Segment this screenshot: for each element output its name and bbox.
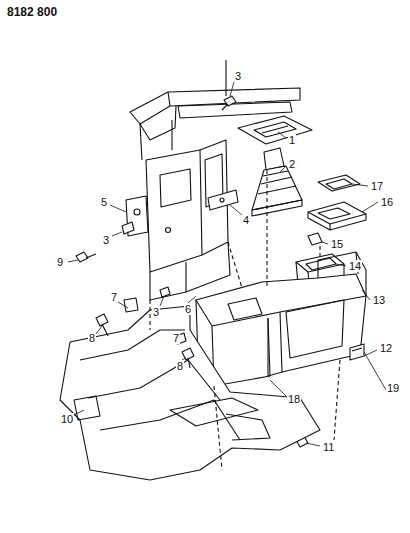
shift-boot xyxy=(252,148,302,216)
callout-number: 8 xyxy=(88,332,96,344)
figure-number: 8182 800 xyxy=(6,6,58,18)
console-bracket xyxy=(126,120,230,300)
callout-number: 4 xyxy=(242,214,250,226)
side-bracket xyxy=(208,190,238,210)
callout-number: 3 xyxy=(152,306,160,318)
assembly-lines xyxy=(150,60,340,470)
callout-number: 3 xyxy=(234,70,242,82)
callout-number: 13 xyxy=(372,294,386,306)
callout-number: 11 xyxy=(322,441,335,453)
callout-number: 1 xyxy=(288,134,296,146)
callout-number: 16 xyxy=(380,196,394,208)
shift-plate xyxy=(238,116,312,144)
leader-lines xyxy=(68,82,386,446)
floor-pan xyxy=(60,298,320,480)
callout-number: 12 xyxy=(379,342,393,354)
callout-number: 7 xyxy=(172,332,180,344)
small-parts xyxy=(308,175,366,245)
callout-number: 8 xyxy=(176,360,184,372)
callout-number: 9 xyxy=(56,256,64,268)
callout-number: 14 xyxy=(348,260,362,272)
callout-number: 7 xyxy=(110,291,118,303)
callout-number: 17 xyxy=(370,180,384,192)
callout-number: 19 xyxy=(386,382,400,394)
screws xyxy=(76,96,236,297)
callout-number: 2 xyxy=(288,158,296,170)
callout-number: 3 xyxy=(102,234,110,246)
callout-number: 5 xyxy=(100,196,108,208)
callout-number: 18 xyxy=(287,393,301,405)
callout-number: 6 xyxy=(184,303,192,315)
callout-number: 10 xyxy=(60,413,74,425)
callout-number: 15 xyxy=(330,238,344,250)
